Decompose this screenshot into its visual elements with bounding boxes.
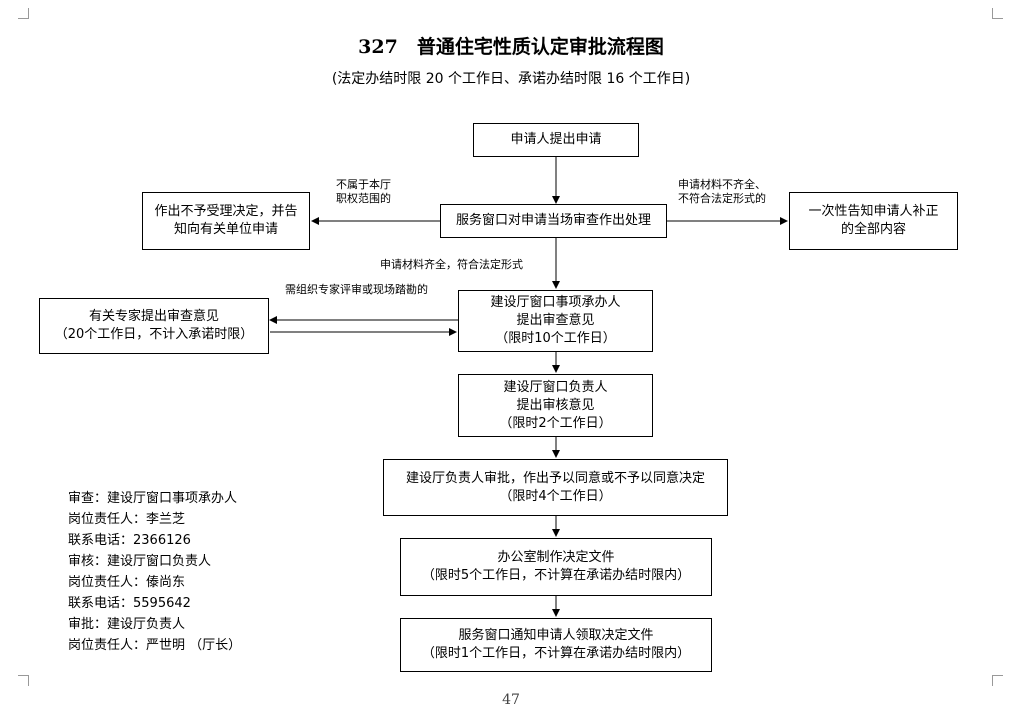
edge-label-not-in-scope: 不属于本厅 职权范围的 [336,178,391,206]
responsibility-line: 审查：建设厅窗口事项承办人 [68,491,238,506]
edge-label-not-in-scope-line-2: 职权范围的 [336,192,391,205]
node-notify-supplement-line-2: 的全部内容 [840,222,906,237]
node-window-head-line-2: 提出审核意见 [516,397,595,413]
node-expert-line-2: （20个工作日，不计入承诺时限） [54,327,254,342]
node-notify-supplement-line-1: 一次性告知申请人补正 [808,204,939,219]
node-expert: 有关专家提出审查意见 （20个工作日，不计入承诺时限） [39,298,269,354]
node-window-head-line-1: 建设厅窗口负责人 [503,379,608,395]
responsibility-line: 审批：建设厅负责人 [68,617,186,632]
node-notify-collect: 服务窗口通知申请人领取决定文件 （限时1个工作日，不计算在承诺办结时限内） [400,618,712,672]
node-window-head-line-3: （限时2个工作日） [499,415,612,431]
node-office-line-1: 办公室制作决定文件 [497,550,615,565]
node-office-line-2: （限时5个工作日，不计算在承诺办结时限内） [421,568,691,583]
page-title: 327 普通住宅性质认定审批流程图 [358,36,664,58]
node-reject-line-2: 知向有关单位申请 [173,222,278,237]
responsibility-line: 联系电话：5595642 [68,596,191,611]
edge-label-incomplete-line-1: 申请材料不齐全、 [678,178,766,191]
node-apply-text: 申请人提出申请 [510,132,602,147]
node-apply: 申请人提出申请 [473,123,639,157]
node-reject: 作出不予受理决定，并告 知向有关单位申请 [142,192,310,250]
crop-mark-top-left [18,8,29,19]
edge-label-incomplete: 申请材料不齐全、 不符合法定形式的 [678,178,766,206]
node-expert-line-1: 有关专家提出审查意见 [88,309,219,324]
responsibility-line: 审核：建设厅窗口负责人 [68,554,212,569]
node-office: 办公室制作决定文件 （限时5个工作日，不计算在承诺办结时限内） [400,538,712,596]
node-handler-line-1: 建设厅窗口事项承办人 [490,295,621,310]
node-handler-line-2: 提出审查意见 [516,313,595,328]
responsibility-block: 审查：建设厅窗口事项承办人 岗位责任人：李兰芝 联系电话：2366126 审核：… [68,488,241,656]
node-approve: 建设厅负责人审批，作出予以同意或不予以同意决定 （限时4个工作日） [383,459,728,516]
node-handler: 建设厅窗口事项承办人 提出审查意见 （限时10个工作日） [458,290,653,352]
node-approve-line-1: 建设厅负责人审批，作出予以同意或不予以同意决定 [405,470,705,486]
page-number: 47 [502,692,520,708]
responsibility-line: 岗位责任人：李兰芝 [68,512,186,527]
responsibility-line: 岗位责任人：傣尚东 [68,575,186,590]
responsibility-line: 岗位责任人：严世明 （厅长） [68,638,242,653]
responsibility-line: 联系电话：2366126 [68,533,191,548]
edge-label-need-expert: 需组织专家评审或现场踏勘的 [285,283,428,296]
node-approve-line-2: （限时4个工作日） [499,488,612,504]
page-subtitle: (法定办结时限 20 个工作日、承诺办结时限 16 个工作日) [331,71,691,87]
node-window-head: 建设厅窗口负责人 提出审核意见 （限时2个工作日） [458,374,653,437]
node-window-review-text: 服务窗口对申请当场审查作出处理 [455,213,651,228]
node-notify-supplement: 一次性告知申请人补正 的全部内容 [789,192,958,250]
edge-label-not-in-scope-line-1: 不属于本厅 [336,178,391,191]
edge-label-incomplete-line-2: 不符合法定形式的 [678,192,766,205]
node-notify-collect-line-1: 服务窗口通知申请人领取决定文件 [458,628,654,643]
node-notify-collect-line-2: （限时1个工作日，不计算在承诺办结时限内） [421,646,691,661]
crop-mark-bottom-left [18,675,29,686]
node-window-review: 服务窗口对申请当场审查作出处理 [440,204,667,238]
edge-label-complete: 申请材料齐全，符合法定形式 [380,258,523,271]
node-handler-line-3: （限时10个工作日） [495,331,616,346]
node-reject-line-1: 作出不予受理决定，并告 [154,204,298,219]
crop-mark-bottom-right [992,675,1003,686]
crop-mark-top-right [992,8,1003,19]
